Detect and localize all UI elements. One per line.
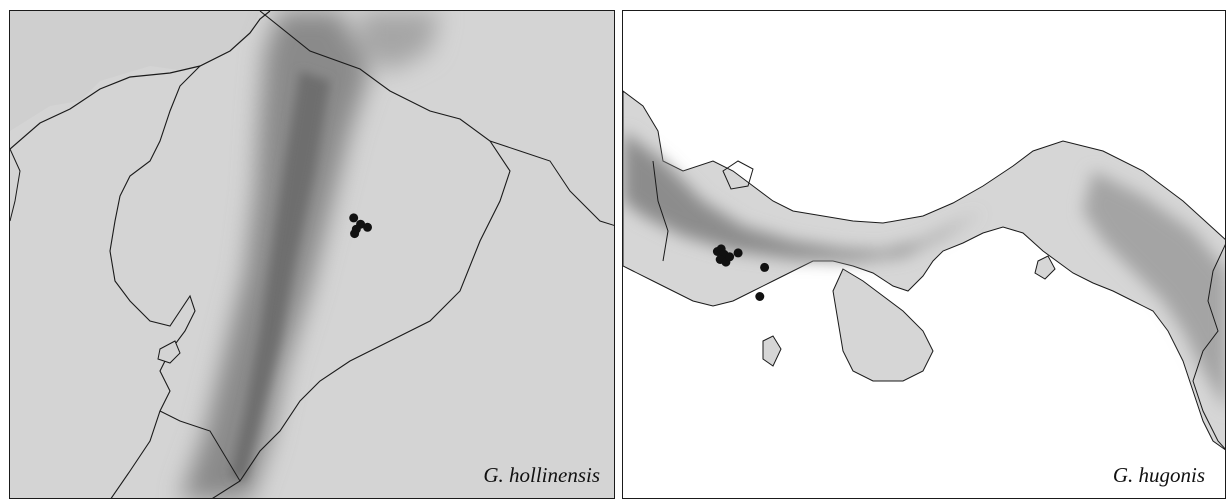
- occurrence-point: [363, 222, 372, 232]
- map-panel-ecuador: G. hollinensis: [9, 10, 615, 499]
- coastline: [10, 11, 271, 150]
- species-label-hollinensis: G. hollinensis: [483, 463, 600, 487]
- occurrence-point: [725, 252, 735, 262]
- occurrence-point: [755, 292, 765, 301]
- species-label-hugonis: G. hugonis: [1112, 463, 1205, 487]
- country-border: [212, 11, 511, 498]
- occurrence-points: [349, 213, 372, 239]
- occurrence-point: [349, 213, 359, 223]
- occurrence-point: [350, 229, 360, 239]
- land-mass: [623, 90, 1225, 451]
- occurrence-points: [712, 244, 770, 301]
- occurrence-point: [733, 248, 743, 258]
- panama-relief-map: [623, 90, 1225, 451]
- cordillera-relief: [623, 131, 1225, 408]
- occurrence-point: [760, 262, 770, 272]
- ecuador-relief-map: [10, 11, 614, 498]
- map-panel-panama: G. hugonis: [622, 10, 1226, 499]
